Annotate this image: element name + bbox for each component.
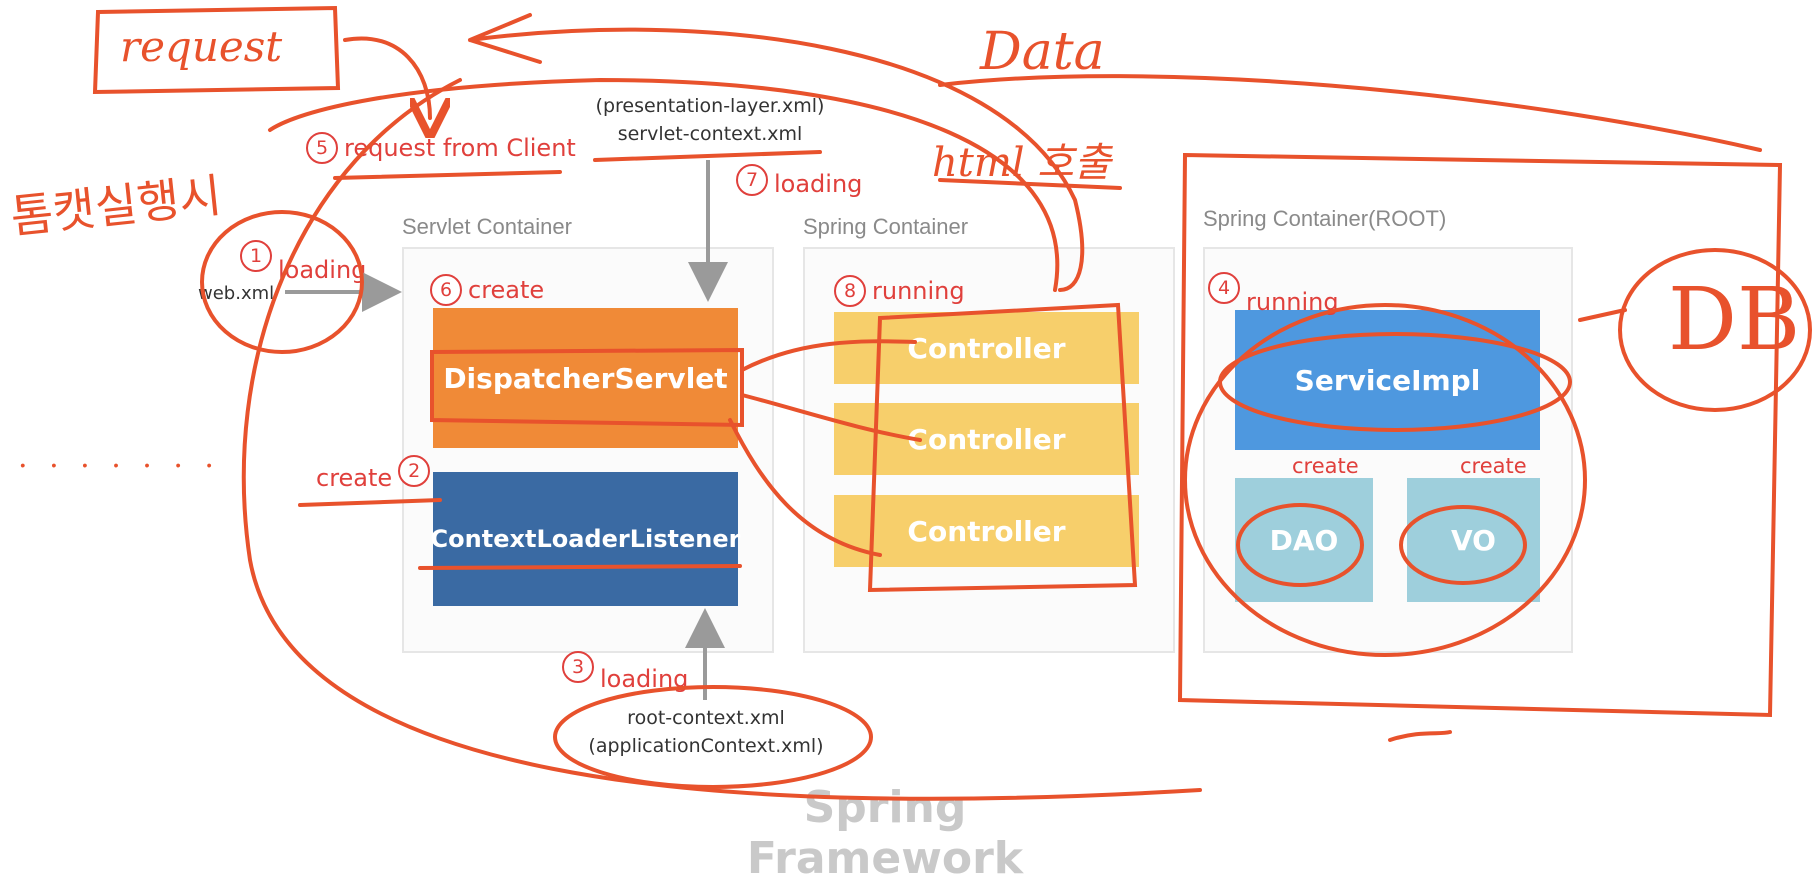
root-config-line2: (applicationContext.xml) bbox=[588, 735, 824, 757]
step-text: running bbox=[1246, 288, 1339, 316]
step-1: 1 loading bbox=[240, 228, 366, 284]
spring-container-label: Spring Container bbox=[803, 214, 969, 239]
step-number: 3 bbox=[562, 651, 594, 683]
root-container-label: Spring Container(ROOT) bbox=[1203, 206, 1447, 231]
dao-block: DAO bbox=[1235, 478, 1373, 602]
root-config-line1: root-context.xml bbox=[627, 707, 785, 729]
vo-block: VO bbox=[1407, 478, 1540, 602]
step-7: 7 loading bbox=[736, 162, 862, 198]
context-loader-listener-block: ContextLoaderListener bbox=[431, 472, 740, 606]
step-text: request from Client bbox=[344, 134, 576, 162]
service-impl-block: ServiceImpl bbox=[1235, 310, 1540, 450]
controller-block-2: Controller bbox=[834, 403, 1139, 475]
step-number: 8 bbox=[834, 275, 866, 307]
controller-block-1: Controller bbox=[834, 312, 1139, 384]
servlet-container-label: Servlet Container bbox=[402, 214, 572, 239]
create-dao-label: create bbox=[1292, 454, 1359, 478]
step-text: loading bbox=[774, 170, 863, 198]
step-number: 6 bbox=[430, 274, 462, 306]
controller-block-3: Controller bbox=[834, 495, 1139, 567]
step-text: loading bbox=[278, 256, 367, 284]
annotation-overlay bbox=[92, 5, 1812, 801]
step-number: 2 bbox=[398, 455, 431, 487]
step-number: 7 bbox=[736, 164, 768, 196]
step-6: 6 create bbox=[430, 274, 544, 306]
step-text: running bbox=[872, 277, 965, 305]
step-5: 5 request from Client bbox=[306, 132, 576, 164]
create-vo-label: create bbox=[1460, 454, 1527, 478]
step-text: create bbox=[468, 276, 545, 304]
step-text: create bbox=[316, 464, 393, 492]
step-number: 4 bbox=[1208, 272, 1240, 304]
web-xml-label: web.xml bbox=[198, 283, 275, 304]
presentation-config-line2: servlet-context.xml bbox=[617, 123, 803, 145]
handwritten-data: Data bbox=[980, 22, 1105, 82]
step-number: 1 bbox=[240, 240, 272, 272]
handwritten-dots: . . . . . . . bbox=[18, 440, 220, 475]
step-4: 4 running bbox=[1208, 260, 1339, 316]
step-8: 8 running bbox=[834, 275, 965, 307]
step-2: 2 create bbox=[316, 450, 431, 492]
handwritten-request: request bbox=[120, 22, 283, 71]
step-number: 5 bbox=[306, 132, 338, 164]
presentation-config-line1: (presentation-layer.xml) bbox=[595, 95, 825, 117]
